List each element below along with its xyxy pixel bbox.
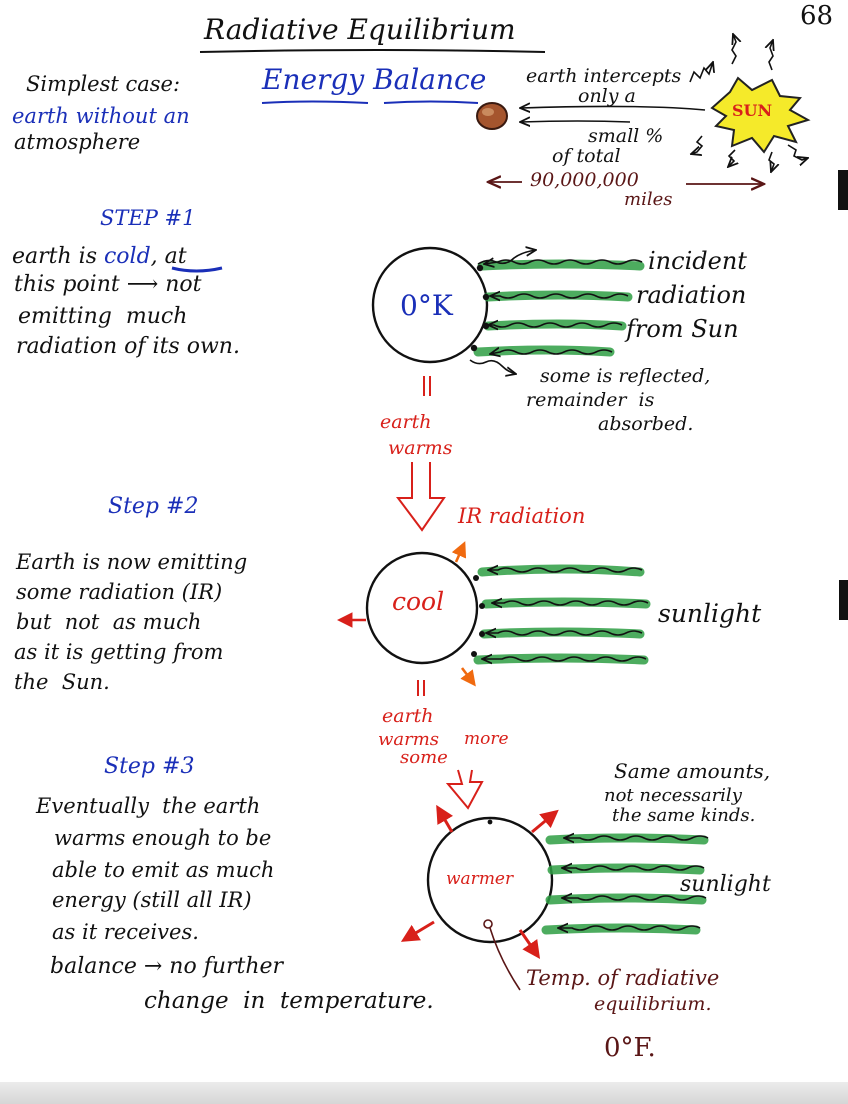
- temperature-probe: [483, 919, 493, 929]
- transition2-line-1: earth: [382, 705, 434, 727]
- distance-unit: miles: [624, 189, 673, 210]
- title-underline: [199, 49, 546, 53]
- step1-text-line-1: earth is cold, at: [12, 244, 187, 269]
- absorption-points-step2: [471, 575, 485, 657]
- step3-text-line-6: balance → no further: [50, 954, 284, 979]
- step1-text-line-3: emitting much: [18, 304, 188, 329]
- page-title: Radiative Equilibrium: [204, 13, 516, 46]
- step1-text-part: earth is: [12, 244, 104, 269]
- sunlight-arrows-step3: [558, 836, 709, 930]
- step3-earth-label: warmer: [446, 869, 514, 889]
- subtitle-underline: [383, 100, 479, 104]
- page-number: 68: [800, 1, 834, 31]
- earth-circle-step1: [371, 246, 489, 364]
- incident-label-1: incident: [648, 247, 747, 275]
- step3-heading: Step #3: [104, 754, 195, 779]
- step3-text-line-4: energy (still all IR): [52, 888, 252, 912]
- transition2-more: more: [464, 729, 509, 749]
- step3-text-line-2: warms enough to be: [54, 826, 272, 850]
- transition1-line-2: warms: [388, 437, 453, 459]
- sun-label: SUN: [732, 101, 773, 120]
- sun-ray-arrow: [691, 135, 704, 154]
- step2-text-line-2: some radiation (IR): [16, 580, 223, 604]
- equals-mark-step1: [423, 376, 431, 396]
- equilibrium-temp-value: 0°F.: [604, 1033, 656, 1063]
- step2-text-line-5: the Sun.: [14, 670, 110, 694]
- sunlight-label-step3: sunlight: [680, 872, 771, 897]
- step1-cold-word: cold: [103, 244, 151, 269]
- step3-text-line-3: able to emit as much: [52, 858, 275, 882]
- step1-text-line-2: this point ⟶ not: [14, 272, 202, 297]
- binder-hole-mark: [838, 170, 848, 210]
- small-earth-highlight: [482, 108, 494, 116]
- step1-heading: STEP #1: [100, 206, 196, 230]
- sunlight-label-step2: sunlight: [658, 599, 762, 628]
- sun-ray-arrow: [731, 34, 736, 65]
- same-amounts-line-2: not necessarily: [604, 785, 742, 806]
- binder-hole-mark: [839, 580, 848, 620]
- same-amounts-line-1: Same amounts,: [614, 759, 771, 783]
- step1-text-line-4: radiation of its own.: [16, 334, 240, 359]
- transition2-line-2: warms: [378, 729, 440, 750]
- step1-text-part: , at: [150, 244, 187, 269]
- surface-point: [487, 819, 493, 825]
- reflect-label-3: absorbed.: [598, 413, 694, 435]
- incident-radiation-bands: [473, 259, 645, 357]
- step2-text-line-1: Earth is now emitting: [16, 550, 248, 574]
- step3-text-line-7: change in temperature.: [144, 988, 434, 1014]
- sun-ray-arrow: [769, 40, 773, 71]
- absorption-points: [470, 264, 490, 352]
- cold-underline: [171, 266, 223, 273]
- transition1-line-1: earth: [380, 411, 432, 433]
- scan-bottom-edge: [0, 1082, 848, 1104]
- same-amounts-line-3: the same kinds.: [612, 805, 756, 826]
- sun-icon: [710, 76, 811, 154]
- small-earth-icon: [476, 102, 508, 130]
- step2-earth-label: cool: [392, 587, 445, 616]
- sun-ray-arrow: [787, 144, 808, 160]
- subtitle-underline: [261, 100, 369, 104]
- equals-mark-step2: [417, 680, 425, 696]
- step3-text-line-5: as it receives.: [52, 920, 199, 944]
- incident-radiation-arrows: [469, 250, 643, 374]
- earth-circle-step2: [365, 551, 479, 665]
- ir-radiation-label: IR radiation: [458, 504, 586, 528]
- ray-to-earth-arrow: [520, 106, 706, 110]
- step2-heading: Step #2: [108, 494, 199, 519]
- equilibrium-temp-label-2: equilibrium.: [594, 993, 712, 1015]
- intercept-label-1: earth intercepts: [526, 65, 682, 87]
- step3-text-line-1: Eventually the earth: [36, 794, 261, 818]
- page-subtitle: Energy Balance: [262, 63, 487, 96]
- step2-text-line-3: but not as much: [16, 610, 202, 634]
- temperature-leader-line: [489, 927, 521, 991]
- transition-arrow-2: [445, 769, 484, 810]
- transition2-line-3: some: [400, 747, 448, 768]
- intercept-label-2: only a: [578, 85, 636, 107]
- sunlight-arrows-step2: [482, 568, 649, 661]
- incident-label-3: from Sun: [626, 315, 739, 343]
- intro-line-2: earth without an: [12, 104, 190, 128]
- transition-arrow-1: [396, 462, 446, 532]
- sun-ray-arrow: [768, 151, 774, 172]
- intercept-label-4: of total: [552, 145, 621, 167]
- earth-circle-step3: [426, 816, 554, 944]
- sun-ray-arrow: [689, 62, 713, 83]
- step2-text-line-4: as it is getting from: [14, 640, 224, 664]
- intercept-label-3: small %: [588, 125, 664, 147]
- reflect-label-2: remainder is: [526, 389, 655, 411]
- ir-emission-arrows-step3: [400, 804, 559, 959]
- sun-ray-arrow: [728, 149, 735, 167]
- incident-label-2: radiation: [636, 281, 747, 309]
- intro-line-1: Simplest case:: [26, 72, 181, 96]
- step1-earth-label: 0°K: [400, 289, 453, 322]
- ir-emission-arrows-step2: [451, 541, 476, 687]
- intro-line-3: atmosphere: [14, 130, 141, 154]
- sunlight-bands-step2: [473, 564, 651, 665]
- reflect-label-1: some is reflected,: [540, 365, 711, 387]
- distance-value: 90,000,000: [530, 169, 639, 191]
- ray-to-earth-arrow: [520, 121, 631, 122]
- equilibrium-temp-label-1: Temp. of radiative: [526, 966, 720, 990]
